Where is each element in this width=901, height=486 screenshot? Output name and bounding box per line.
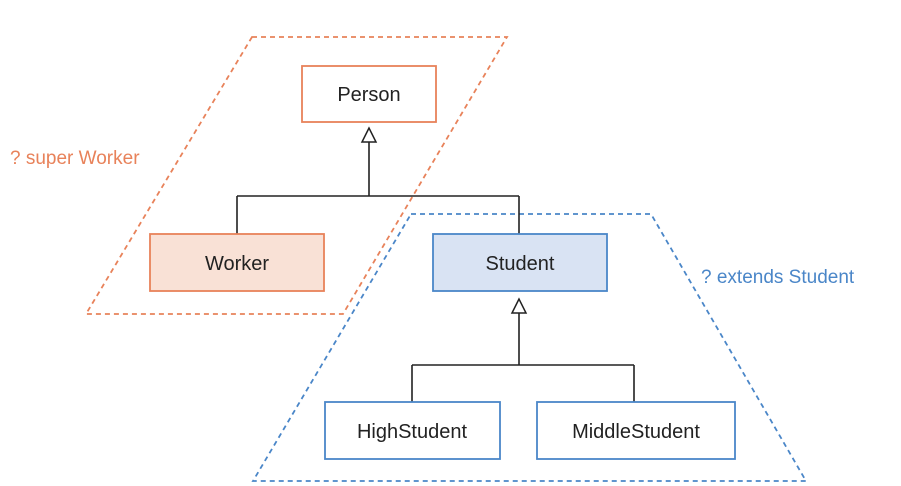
worker-label: Worker: [205, 253, 269, 275]
middle-student-node: MiddleStudent: [536, 401, 736, 460]
super-worker-label: ? super Worker: [10, 148, 140, 169]
super-worker-region: [84, 36, 509, 315]
extends-student-label: ? extends Student: [701, 267, 855, 288]
inheritance-arrowhead-icon: [360, 126, 378, 143]
person-node: Person: [301, 65, 437, 123]
worker-node: Worker: [149, 233, 325, 292]
student-node: Student: [432, 233, 608, 292]
inheritance-arrowhead-icon: [510, 297, 528, 314]
student-inheritance-connector: [411, 313, 635, 402]
high-student-node: HighStudent: [324, 401, 501, 460]
person-label: Person: [337, 84, 400, 106]
student-label: Student: [486, 253, 555, 275]
high-student-label: HighStudent: [357, 421, 468, 443]
person-inheritance-connector: [236, 142, 520, 234]
middle-student-label: MiddleStudent: [572, 421, 700, 443]
